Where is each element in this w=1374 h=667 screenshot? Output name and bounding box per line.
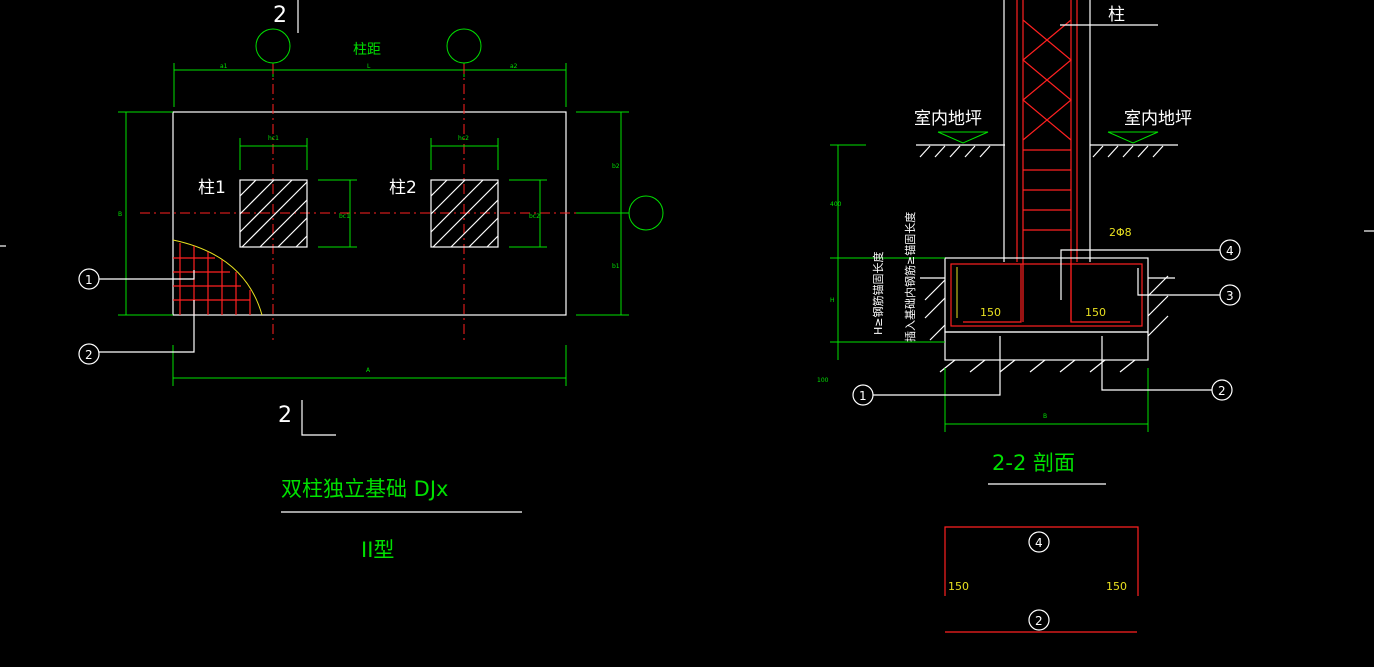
dim-b2-label: b2 [612, 163, 620, 170]
dim-column-spacing: 柱距 [353, 42, 381, 58]
soil-hatch [924, 275, 1169, 373]
section-callout-1: 1 [859, 389, 867, 403]
dim-column1 [239, 138, 357, 248]
floor-label-left: 室内地坪 [914, 109, 982, 129]
plan-view: 2 2 柱距 a1 L a2 B [78, 0, 664, 562]
axis-bubble-horizontal [628, 195, 664, 231]
detail-stirrup-4 [944, 526, 1139, 596]
plan-title-type: II型 [361, 538, 394, 562]
dim-l: L [367, 63, 371, 70]
section-mark-top: 2 [273, 3, 287, 28]
detail-callout-4: 4 [1035, 536, 1043, 550]
axis-bubble-left [255, 28, 291, 64]
floor-label-right: 室内地坪 [1124, 109, 1192, 129]
section-dim-b-label: B [1043, 413, 1047, 420]
section-cut-bottom-line [301, 400, 336, 436]
section-callout-1-leader [873, 336, 1001, 396]
plan-title-main: 双柱独立基础 DJx [281, 477, 448, 501]
section-column [1016, 0, 1078, 322]
detail-dim-right: 150 [1106, 580, 1127, 593]
dim-column2 [430, 138, 547, 248]
section-dim-150-right: 150 [1085, 306, 1106, 319]
stirrup-detail: 4 150 150 2 [944, 526, 1139, 633]
dim-a-label: A [366, 367, 371, 374]
dim-left-b [118, 111, 173, 316]
column1-section [239, 179, 308, 248]
section-footing [944, 257, 1149, 333]
section-callout-4: 4 [1226, 244, 1234, 258]
detail-callout-4-circle [1028, 531, 1050, 553]
dim-hc2: hc2 [458, 135, 469, 142]
dim-hc1: hc1 [268, 135, 279, 142]
section-callout-2-leader [1101, 336, 1212, 391]
dim-bottom-a [172, 345, 567, 386]
detail-callout-2-circle [1028, 609, 1050, 631]
section-vertical-note-2: 插入基础内钢筋≥锚固长度 [903, 212, 917, 342]
section-dim-150-left: 150 [980, 306, 1001, 319]
section-rebar-hook-left [963, 264, 1022, 323]
detail-callout-2: 2 [1035, 614, 1043, 628]
section-rebar-hook-right [1070, 264, 1130, 323]
floor-hatch-left [919, 145, 991, 158]
section-dim-400: 400 [830, 201, 842, 208]
section-title: 2-2 剖面 [992, 451, 1075, 475]
rebar-detail-arc [172, 239, 263, 316]
dim-b1-label: b1 [612, 263, 620, 270]
section-callout-3: 3 [1226, 289, 1234, 303]
dim-right [576, 111, 629, 316]
dim-b-label: B [118, 211, 122, 218]
section-callout-4-leader [1060, 249, 1220, 300]
section-dim-100: 100 [817, 377, 829, 384]
section-view: 柱 室内地坪 室内地坪 2Φ8 150 150 [817, 0, 1241, 485]
plan-callout-1: 1 [85, 273, 93, 287]
plan-callout-2: 2 [85, 348, 93, 362]
plan-callout-1-leader [99, 270, 195, 280]
plan-callout-2-circle [78, 343, 100, 365]
plan-callout-2-leader [99, 300, 195, 353]
section-vertical-note-1: H≥钢筋锚固长度 [871, 252, 885, 336]
column2-label: 柱2 [389, 178, 417, 198]
section-mark-bottom: 2 [278, 403, 292, 428]
section-blinding [944, 331, 1149, 361]
dim-bc2: bc2 [529, 213, 540, 220]
dim-bc1: bc1 [339, 213, 350, 220]
detail-dim-left: 150 [948, 580, 969, 593]
column2-section [430, 179, 499, 248]
dim-a1: a1 [220, 63, 228, 70]
section-callout-2: 2 [1218, 384, 1226, 398]
dim-a2: a2 [510, 63, 518, 70]
section-rebar-note: 2Φ8 [1109, 226, 1132, 239]
section-dim-h: H [830, 297, 835, 304]
floor-marker-right [1107, 131, 1159, 144]
axis-bubble-right [446, 28, 482, 64]
floor-marker-left [937, 131, 989, 144]
section-callout-3-leader [1137, 268, 1220, 296]
section-column-label: 柱 [1108, 5, 1125, 25]
section-dim-vertical [830, 144, 945, 360]
section-dim-b [944, 368, 1149, 432]
column1-label: 柱1 [198, 178, 226, 198]
floor-hatch-right [1092, 145, 1164, 158]
